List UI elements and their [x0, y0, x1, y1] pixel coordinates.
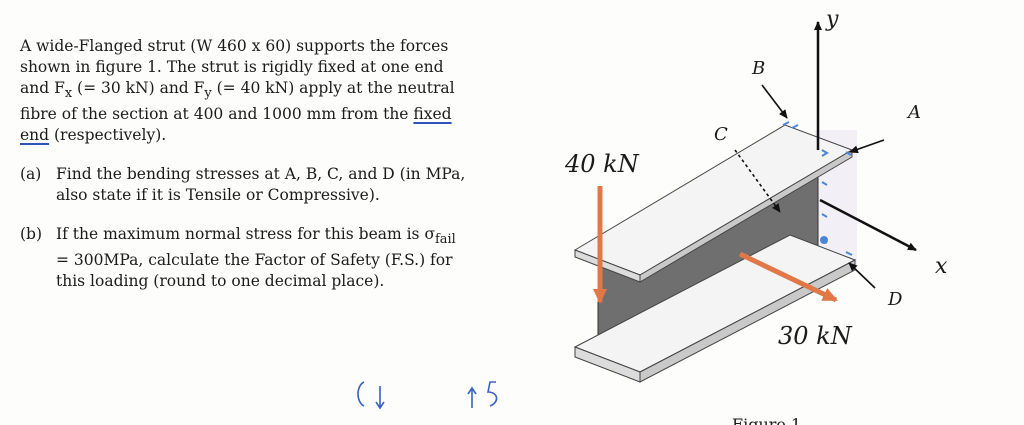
beam-diagram: y x A B C D 40 kN 30 kN Figure 1 [564, 7, 948, 425]
fixed-end-underlined: fixed end [20, 105, 452, 145]
axis-y-label: y [825, 7, 839, 32]
section-blue-marks [782, 121, 853, 256]
part-a-text: Find the bending stresses at A, B, C, an… [56, 165, 466, 205]
x-axis [819, 198, 917, 252]
problem-intro: A wide-Flanged strut (W 460 x 60) suppor… [20, 36, 472, 146]
sigma-fail-subscript: fail [435, 232, 456, 248]
intro-text-1: A wide-Flanged strut (W 460 x 60) suppor… [20, 37, 449, 97]
problem-text: A wide-Flanged strut (W 460 x 60) suppor… [20, 36, 472, 292]
pen-mark-down-arrow [375, 386, 385, 410]
part-b-body: If the maximum normal stress for this be… [56, 224, 472, 292]
part-b: (b) If the maximum normal stress for thi… [20, 224, 472, 292]
top-flange-side [639, 149, 853, 283]
pointer-c [734, 149, 781, 213]
force-y-label: 40 kN [564, 150, 640, 178]
axis-x-label: x [935, 254, 948, 279]
pointer-d [848, 262, 876, 289]
part-a: (a) Find the bending stresses at A, B, C… [20, 164, 472, 206]
figure-1: y x A B C D 40 kN 30 kN Figure 1 [540, 0, 1024, 425]
part-b-text-1: If the maximum normal stress for this be… [56, 225, 436, 244]
figure-caption: Figure 1 [732, 415, 801, 425]
force-x-arrow [738, 251, 838, 303]
pointer-a [849, 139, 885, 154]
force-x-label: 30 kN [778, 322, 853, 350]
part-b-text-2: = 300MPa, calculate the Factor of Safety… [56, 251, 453, 291]
part-b-tag: (b) [20, 225, 43, 244]
pen-mark-curl [487, 381, 498, 407]
pen-mark-bracket [357, 381, 365, 407]
pointer-b [761, 84, 788, 119]
intro-text-4: (respectively). [49, 126, 167, 145]
point-a-label: A [906, 102, 921, 123]
part-a-tag: (a) [20, 165, 42, 184]
pen-marks [357, 381, 498, 410]
intro-text-2: (= 30 kN) and F [72, 79, 205, 97]
intro-text-3: (= 40 kN) apply at the neutral fibre of … [20, 79, 455, 124]
fy-subscript: y [204, 86, 212, 102]
point-d-label: D [887, 289, 903, 310]
pen-mark-up-arrow [467, 386, 477, 408]
point-b-label: B [751, 58, 765, 79]
fx-subscript: x [64, 86, 73, 102]
point-c-label: C [714, 124, 728, 145]
